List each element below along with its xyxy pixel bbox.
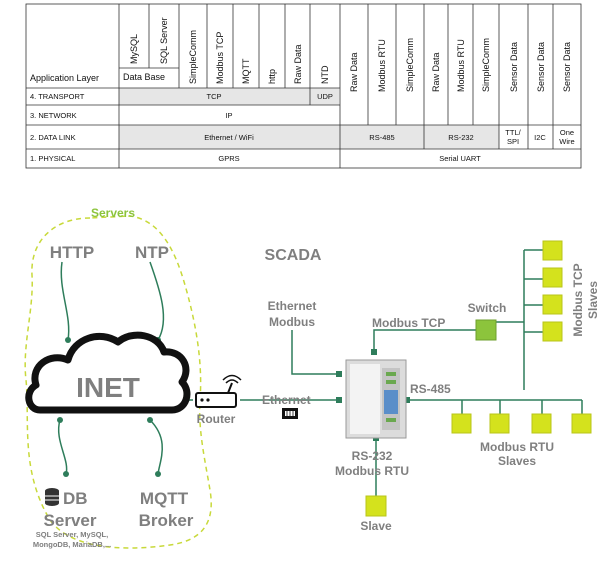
col-simplecomm-3: SimpleComm	[481, 38, 491, 92]
ethernet-port-icon	[282, 408, 298, 419]
database-group-label: Data Base	[123, 72, 165, 82]
modbus-rtu-slave-devices	[451, 413, 592, 434]
col-rawdata-3: Raw Data	[431, 52, 441, 92]
modbus-tcp-label: Modbus TCP	[372, 316, 445, 330]
tcp-cell-bg	[119, 88, 310, 105]
db-types-line-1: SQL Server, MySQL,	[36, 530, 108, 539]
protocol-stack-table: Application Layer 4. TRANSPORT 3. NETWOR…	[25, 3, 582, 169]
rs232-label: RS-232	[352, 449, 393, 463]
col-modbusrtu-2: Modbus RTU	[456, 39, 466, 92]
router-icon	[195, 374, 242, 408]
col-sensordata-2: Sensor Data	[536, 42, 546, 92]
col-sensordata-1: Sensor Data	[509, 42, 519, 92]
col-rawdata-2: Raw Data	[349, 52, 359, 92]
application-layer-label: Application Layer	[30, 73, 99, 83]
col-http: http	[267, 69, 277, 84]
layer-datalink: 2. DATA LINK	[30, 133, 76, 142]
rs232-slave-device	[365, 495, 387, 517]
col-mysql: MySQL	[129, 34, 139, 64]
col-sensordata-3: Sensor Data	[562, 42, 572, 92]
inet-cloud-icon	[25, 331, 191, 414]
servers-label: Servers	[91, 206, 135, 220]
cell-rs485: RS-485	[369, 133, 394, 142]
modbus-tcp-slave-devices	[542, 240, 563, 342]
table-frame	[25, 3, 582, 169]
col-mqtt: MQTT	[241, 58, 251, 84]
rs232-modbus-rtu-label: Modbus RTU	[335, 464, 409, 478]
broker-label: Broker	[139, 511, 194, 530]
datalink-left-bg	[119, 125, 340, 149]
rtu-slaves-line-1: Modbus RTU	[480, 440, 554, 454]
database-icon	[45, 488, 59, 506]
cell-one: One	[560, 128, 574, 137]
scada-label: SCADA	[265, 247, 322, 264]
slave-label: Slave	[360, 519, 392, 533]
ethernet-modbus-line-2: Modbus	[269, 315, 315, 329]
cell-gprs: GPRS	[218, 154, 239, 163]
col-simplecomm-2: SimpleComm	[405, 38, 415, 92]
network-diagram: Servers	[24, 206, 600, 549]
http-server-label: HTTP	[50, 243, 94, 262]
servers-boundary	[24, 215, 212, 549]
router-label: Router	[197, 412, 236, 426]
switch-label: Switch	[468, 301, 507, 315]
db-types-line-2: MongoDB, MariaDB,...	[33, 540, 111, 549]
ntp-server-label: NTP	[135, 243, 169, 262]
cell-udp: UDP	[317, 92, 333, 101]
plc-device-icon	[345, 359, 407, 439]
inet-label: INET	[76, 372, 140, 403]
udp-cell-bg	[310, 88, 339, 105]
db-label: DB	[63, 489, 88, 508]
col-ntd: NTD	[320, 65, 330, 84]
rs485-label: RS-485	[410, 382, 451, 396]
tcp-slaves-line-1: Modbus TCP	[571, 263, 585, 336]
col-rawdata-1: Raw Data	[293, 44, 303, 84]
cell-wire: Wire	[559, 137, 574, 146]
cell-tcp: TCP	[207, 92, 222, 101]
switch-icon	[475, 319, 497, 341]
cell-ethernet-wifi: Ethernet / WiFi	[204, 133, 254, 142]
cell-serial-uart: Serial UART	[439, 154, 481, 163]
layer-transport: 4. TRANSPORT	[30, 92, 85, 101]
layer-physical: 1. PHYSICAL	[30, 154, 75, 163]
ethernet-modbus-line-1: Ethernet	[268, 299, 317, 313]
layer-network: 3. NETWORK	[30, 111, 77, 120]
db-server-label: Server	[44, 511, 97, 530]
rtu-slaves-line-2: Slaves	[498, 454, 536, 468]
cell-spi: SPI	[507, 137, 519, 146]
mqtt-label: MQTT	[140, 489, 189, 508]
ethernet-label: Ethernet	[262, 393, 311, 407]
col-sqlserver: SQL Server	[159, 17, 169, 64]
cell-i2c: I2C	[534, 133, 546, 142]
tcp-slaves-line-2: Slaves	[586, 281, 600, 319]
col-modbustcp: Modbus TCP	[215, 32, 225, 84]
cell-ttl: TTL/	[505, 128, 521, 137]
col-modbusrtu-1: Modbus RTU	[377, 39, 387, 92]
cell-ip: IP	[225, 111, 232, 120]
cell-rs232: RS-232	[448, 133, 473, 142]
rs232-cell-bg	[424, 125, 499, 149]
col-simplecomm-1: SimpleComm	[188, 30, 198, 84]
rs485-cell-bg	[340, 125, 424, 149]
